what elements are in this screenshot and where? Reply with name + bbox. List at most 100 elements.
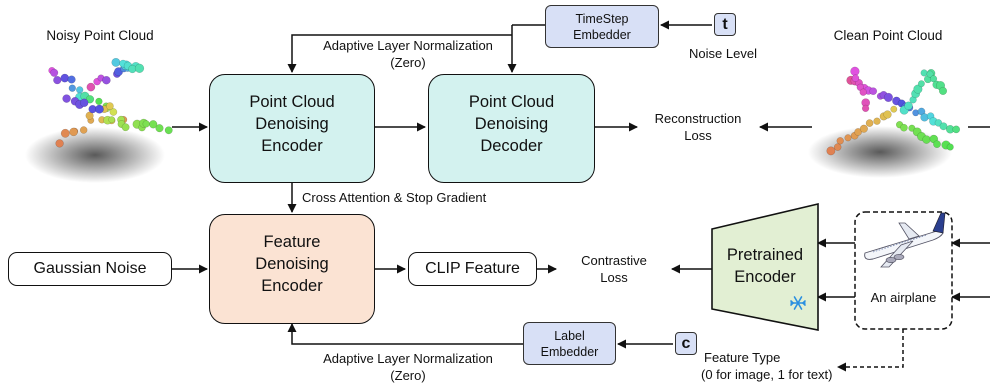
point-cloud-point — [149, 120, 158, 129]
feat-encoder-line-1: Feature — [263, 233, 321, 251]
feat-encoder-line-2: Denoising — [255, 255, 329, 273]
point-cloud-point — [946, 143, 954, 151]
point-cloud-point — [826, 146, 836, 156]
label-embedder: Label Embedder — [523, 322, 616, 365]
point-cloud-point — [60, 128, 70, 138]
feature-type-token: c — [675, 332, 697, 355]
timestep-token: t — [714, 13, 736, 36]
recon-loss-line-2: Loss — [684, 128, 712, 143]
snowflake-icon — [790, 296, 806, 310]
reconstruction-loss-label: Reconstruction Loss — [636, 110, 760, 144]
label-embedder-line-1: Label — [554, 328, 585, 343]
pretrained-encoder-shape — [711, 202, 819, 331]
clip-feature-box: CLIP Feature — [408, 252, 537, 286]
point-cloud-point — [920, 69, 928, 77]
point-cloud-point — [933, 140, 941, 149]
contrastive-loss-line-1: Contrastive — [581, 253, 647, 268]
point-cloud-point — [850, 66, 860, 76]
pc-decoder-line-2: Denoising — [474, 114, 549, 133]
point-cloud-point — [883, 92, 893, 102]
contrastive-loss-line-2: Loss — [600, 270, 628, 285]
feature-type-label: Feature Type (0 for image, 1 for text) — [701, 349, 833, 383]
point-cloud-point — [55, 139, 64, 148]
point-cloud-point — [934, 119, 943, 127]
feature-type-line-1: Feature Type — [704, 350, 781, 365]
noisy-point-cloud-image — [25, 57, 173, 183]
point-cloud-point — [50, 68, 59, 77]
timestep-embedder: TimeStep Embedder — [545, 5, 659, 48]
point-cloud-point — [155, 124, 164, 133]
point-cloud-point — [922, 135, 931, 144]
adaln-bottom-line-2: (Zero) — [390, 368, 426, 383]
noisy-point-cloud-label: Noisy Point Cloud — [46, 28, 154, 43]
point-cloud-point — [873, 117, 881, 125]
gaussian-noise-label: Gaussian Noise — [33, 260, 147, 277]
adaln-bottom-line-1: Adaptive Layer Normalization — [323, 351, 493, 366]
point-cloud-point — [86, 82, 96, 92]
pc-encoder-line-2: Denoising — [255, 114, 329, 133]
point-cloud-point — [95, 97, 103, 106]
contrastive-loss-label: Contrastive Loss — [558, 252, 670, 286]
point-cloud-point — [134, 63, 145, 73]
point-cloud-point — [142, 120, 150, 128]
point-cloud-denoising-decoder: Point Cloud Denoising Decoder — [428, 74, 595, 183]
gaussian-noise-box: Gaussian Noise — [8, 252, 172, 286]
airplane-image — [864, 212, 946, 268]
timestep-line-1: TimeStep — [575, 11, 629, 26]
point-cloud-point — [111, 57, 121, 67]
airplane-text-input: An airplane — [870, 290, 937, 305]
point-cloud-point — [844, 134, 852, 142]
point-cloud-denoising-encoder: Point Cloud Denoising Encoder — [209, 74, 375, 183]
point-cloud-point — [851, 74, 860, 82]
pc-decoder-line-3: Decoder — [480, 136, 543, 155]
point-cloud-point — [102, 75, 111, 85]
point-cloud-point — [939, 122, 948, 131]
point-cloud-point — [79, 98, 89, 108]
point-cloud-point — [836, 137, 844, 145]
adaln-top-line-1: Adaptive Layer Normalization — [323, 38, 493, 53]
point-cloud-point — [865, 119, 874, 127]
point-cloud-point — [926, 70, 934, 78]
point-cloud-point — [53, 75, 62, 85]
point-cloud-point — [890, 105, 898, 113]
cross-attention-label: Cross Attention & Stop Gradient — [302, 190, 487, 205]
t-token-label: t — [722, 15, 728, 33]
point-cloud-point — [68, 84, 76, 92]
pc-encoder-line-1: Point Cloud — [249, 92, 335, 111]
adaln-top-line-2: (Zero) — [390, 55, 426, 70]
clean-point-cloud-image — [808, 66, 961, 178]
point-cloud-point — [869, 87, 878, 96]
point-cloud-point — [60, 73, 70, 83]
point-cloud-point — [94, 104, 104, 114]
feature-denoising-encoder: Feature Denoising Encoder — [209, 214, 375, 324]
point-cloud-point — [930, 75, 938, 83]
adaln-top-label: Adaptive Layer Normalization (Zero) — [288, 37, 528, 71]
point-cloud-point — [76, 86, 84, 94]
connectors — [172, 20, 990, 372]
point-cloud-point — [69, 127, 78, 137]
pretrained-line-1: Pretrained — [726, 246, 804, 264]
label-embedder-line-2: Embedder — [540, 344, 599, 359]
point-cloud-point — [859, 124, 868, 133]
recon-loss-line-1: Reconstruction — [654, 111, 742, 126]
point-cloud-point — [164, 126, 173, 135]
point-cloud-point — [108, 116, 116, 124]
pretrained-line-2: Encoder — [734, 268, 796, 286]
point-cloud-point — [85, 111, 94, 120]
point-cloud-point — [67, 75, 76, 84]
point-cloud-point — [917, 80, 925, 88]
adaln-bottom-label: Adaptive Layer Normalization (Zero) — [288, 350, 528, 384]
point-cloud-point — [900, 123, 908, 132]
point-cloud-point — [904, 101, 913, 111]
pretrained-encoder-label: Pretrained Encoder — [712, 244, 818, 288]
clip-feature-label: CLIP Feature — [425, 260, 520, 277]
point-cloud-point — [854, 128, 862, 136]
noise-level-label: Noise Level — [689, 46, 757, 61]
point-cloud-point — [913, 84, 923, 94]
point-cloud-point — [861, 104, 870, 113]
point-cloud-point — [833, 143, 842, 151]
point-cloud-point — [883, 110, 892, 119]
point-cloud-point — [952, 125, 961, 134]
c-token-label: c — [681, 334, 691, 352]
